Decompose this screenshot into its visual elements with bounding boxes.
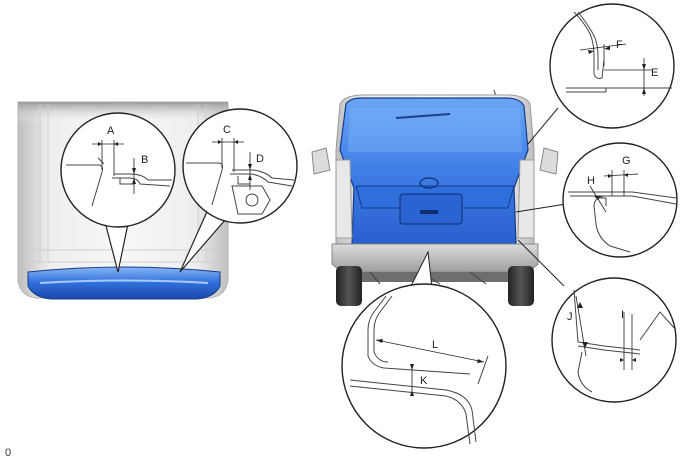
vehicle-rear-view	[311, 89, 559, 306]
callout-label-e: E	[651, 67, 658, 79]
callout-label-h: H	[587, 175, 595, 187]
callout-circle-gh	[562, 142, 678, 258]
rear-wiper	[395, 113, 451, 119]
callout-pointer-cd	[179, 204, 233, 273]
license-plate-recess	[399, 193, 463, 225]
callout-label-l: L	[432, 339, 438, 351]
callout-circle-ij	[551, 277, 677, 403]
emblem	[419, 177, 439, 189]
callout-label-i: I	[621, 309, 624, 321]
callout-label-d: D	[256, 153, 264, 165]
callout-label-j: J	[567, 311, 573, 323]
left-tail-lamp	[335, 159, 353, 239]
callout-pointer-ab	[103, 213, 131, 273]
callout-circle-ab	[60, 112, 176, 228]
callout-circle-kl	[341, 283, 507, 449]
callout-circle-ef	[549, 3, 675, 129]
left-mirror	[311, 147, 331, 175]
callout-label-b: B	[141, 154, 148, 166]
callout-label-k: K	[420, 375, 428, 387]
figure-code: 0	[5, 447, 12, 459]
left-rear-tire	[336, 266, 362, 306]
right-mirror	[539, 147, 559, 175]
right-rear-tire	[508, 266, 534, 306]
callout-label-a: A	[107, 125, 115, 137]
left-liftgate-edge	[27, 266, 221, 300]
callout-label-f: F	[616, 39, 623, 51]
callout-circle-cd	[182, 108, 298, 224]
callout-label-g: G	[622, 155, 631, 167]
rear-bumper	[331, 243, 539, 273]
right-tail-lamp	[517, 159, 535, 239]
right-callout-pointers	[409, 107, 567, 289]
callout-label-c: C	[223, 124, 231, 136]
left-view: A B C D	[17, 101, 298, 300]
